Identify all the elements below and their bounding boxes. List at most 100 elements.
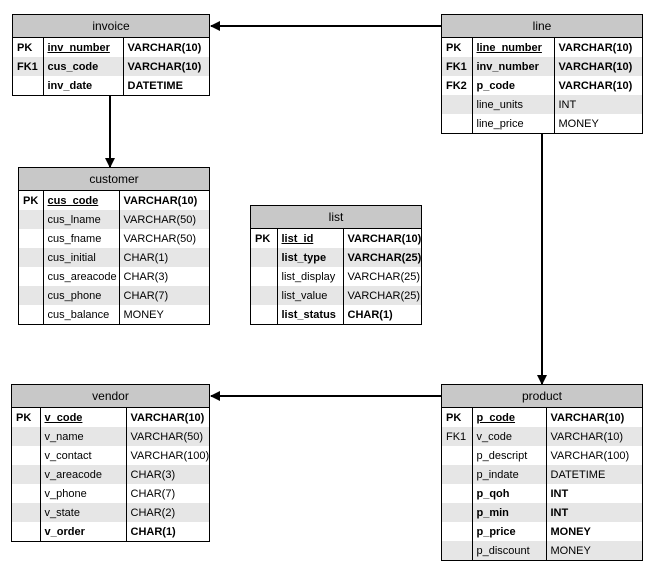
attribute-type: VARCHAR(25): [347, 270, 421, 283]
attribute-name: inv_number: [472, 57, 555, 76]
key-indicator: [442, 503, 473, 522]
attribute-type: VARCHAR(100): [130, 449, 210, 462]
attribute-type: INT: [550, 487, 569, 500]
attribute-name: p_indate: [472, 465, 547, 484]
attribute-name: list_id: [277, 229, 344, 248]
attribute-type: CHAR(3): [123, 270, 169, 283]
attribute-name: p_price: [472, 522, 547, 541]
attribute-type: CHAR(1): [119, 248, 209, 267]
attribute-name: cus_code: [43, 191, 120, 210]
attribute-type: MONEY: [550, 525, 591, 538]
key-indicator: [12, 503, 41, 522]
attribute-type: CHAR(7): [119, 286, 209, 305]
attribute-name: list_value: [277, 286, 344, 305]
attribute-name: p_min: [472, 503, 547, 522]
attribute-type: VARCHAR(25): [343, 286, 421, 305]
attribute-name: p_code: [472, 76, 555, 95]
key-indicator: PK: [251, 229, 278, 248]
attribute-type: VARCHAR(10): [130, 411, 205, 424]
key-indicator: FK1: [442, 427, 473, 446]
attribute-type: MONEY: [558, 117, 599, 130]
key-indicator: [251, 248, 278, 267]
attribute-type: VARCHAR(10): [123, 194, 198, 207]
attribute-type: VARCHAR(10): [347, 232, 422, 245]
attribute-name: v_areacode: [40, 465, 127, 484]
attribute-name: p_descript: [472, 446, 547, 465]
attribute-type: CHAR(1): [347, 308, 393, 321]
key-indicator: PK: [12, 408, 41, 427]
attribute-type: VARCHAR(10): [123, 57, 209, 76]
key-indicator: [442, 465, 473, 484]
attribute-name: cus_lname: [43, 210, 120, 229]
attribute-name: v_contact: [40, 446, 127, 465]
key-indicator: [442, 522, 473, 541]
key-indicator: FK1: [442, 57, 473, 76]
attribute-name: v_phone: [40, 484, 127, 503]
attribute-type: CHAR(7): [130, 487, 176, 500]
attribute-type: VARCHAR(50): [126, 427, 209, 446]
attribute-type: CHAR(3): [126, 465, 209, 484]
attribute-name: inv_date: [43, 76, 124, 95]
attribute-name: p_discount: [472, 541, 547, 560]
attribute-type: VARCHAR(10): [127, 41, 202, 54]
key-indicator: [442, 114, 473, 133]
attribute-name: p_qoh: [472, 484, 547, 503]
attribute-type: MONEY: [123, 308, 164, 321]
attribute-type: VARCHAR(10): [558, 41, 633, 54]
key-indicator: [12, 522, 41, 541]
attribute-type: MONEY: [546, 541, 642, 560]
key-indicator: [442, 446, 473, 465]
attribute-name: p_code: [472, 408, 547, 427]
attribute-name: list_type: [277, 248, 344, 267]
key-indicator: FK1: [13, 57, 44, 76]
key-indicator: [442, 484, 473, 503]
key-indicator: [442, 95, 473, 114]
attribute-type: CHAR(2): [126, 503, 209, 522]
key-indicator: PK: [442, 408, 473, 427]
key-indicator: [19, 210, 44, 229]
attribute-type: CHAR(1): [130, 525, 176, 538]
attribute-type: VARCHAR(10): [550, 411, 625, 424]
attribute-type: VARCHAR(100): [550, 449, 630, 462]
attribute-type: VARCHAR(10): [546, 427, 642, 446]
attribute-type: VARCHAR(25): [343, 248, 421, 267]
attribute-name: list_display: [277, 267, 344, 286]
key-indicator: PK: [13, 38, 44, 57]
attribute-type: VARCHAR(50): [123, 232, 197, 245]
attribute-type: INT: [546, 503, 642, 522]
entity-title: list: [251, 206, 421, 229]
attribute-name: v_state: [40, 503, 127, 522]
attribute-name: cus_phone: [43, 286, 120, 305]
